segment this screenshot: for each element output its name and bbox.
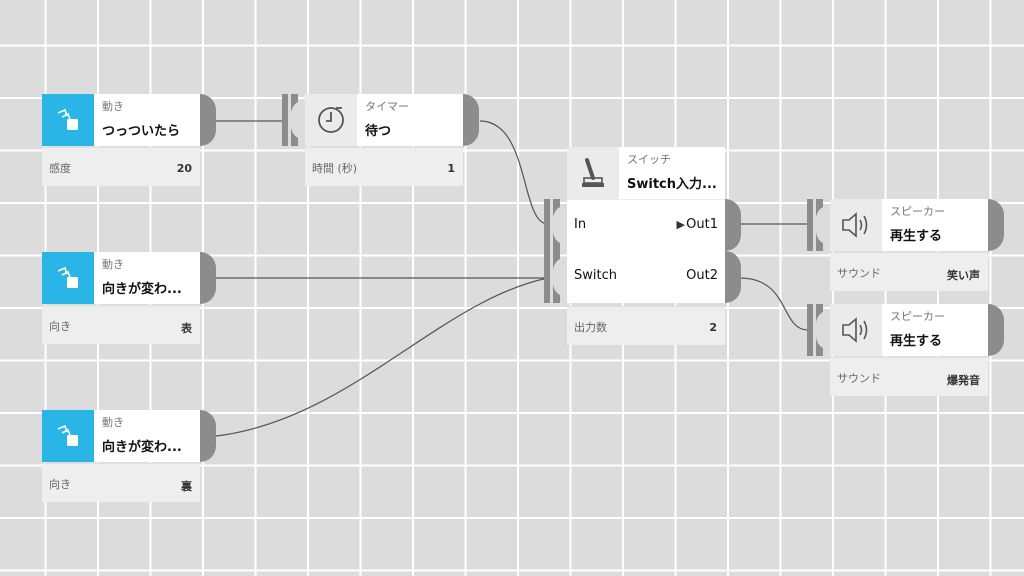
node-switch[interactable]: スイッチ Switch入力... In ▶ Out1 Switch Out2 出… [544,147,741,345]
node-category: 動き [102,258,124,271]
speaker-icon [830,199,882,251]
motion-cards-icon [42,410,94,462]
wire-timer-to-switch-in [479,120,549,225]
switch-row-switch-out2: Switch Out2 [567,251,725,303]
node-footer[interactable]: 時間 (秒) 1 [305,147,463,186]
output-port[interactable] [200,410,216,462]
node-speaker-laugh[interactable]: スピーカー 再生する サウンド 笑い声 [807,199,1004,291]
node-title: 再生する [890,229,943,244]
node-motion-poke[interactable]: 動き つっついたら 感度 20 [42,94,216,186]
node-header: 動き 向きが変わ... [42,410,200,462]
output-port[interactable] [988,304,1004,356]
node-title: 向きが変わ... [102,440,182,455]
output-port[interactable] [463,94,479,146]
node-footer[interactable]: 向き 裏 [42,463,200,502]
input-port-in[interactable] [544,199,567,251]
node-header: スイッチ Switch入力... [567,147,725,199]
node-category: スピーカー [890,205,945,218]
node-category: スイッチ [627,153,671,166]
node-footer[interactable]: サウンド 笑い声 [830,252,988,291]
node-speaker-explosion[interactable]: スピーカー 再生する サウンド 爆発音 [807,304,1004,396]
clock-icon [305,94,357,146]
out1-label: Out1 [686,217,718,232]
input-port[interactable] [807,304,830,356]
node-footer[interactable]: 感度 20 [42,147,200,186]
node-header: スピーカー 再生する [830,304,988,356]
active-output-arrow-icon: ▶ [676,218,685,231]
output-port[interactable] [200,94,216,146]
input-port[interactable] [282,94,305,146]
node-header: スピーカー 再生する [830,199,988,251]
node-category: 動き [102,416,124,429]
node-category: タイマー [365,100,409,113]
param-value[interactable]: 表 [181,322,192,335]
node-footer[interactable]: 向き 表 [42,305,200,344]
output-port-out1[interactable] [725,199,741,251]
node-title: 再生する [890,334,943,349]
node-motion-orientation-back[interactable]: 動き 向きが変わ... 向き 裏 [42,410,216,502]
node-category: スピーカー [890,310,945,323]
param-value[interactable]: 笑い声 [947,269,980,282]
param-value[interactable]: 1 [447,162,455,175]
param-value[interactable]: 2 [709,321,717,334]
param-label: サウンド [837,372,881,385]
node-footer[interactable]: 出力数 2 [567,306,725,345]
param-label: 出力数 [574,321,607,334]
node-header: 動き 向きが変わ... [42,252,200,304]
param-label: 感度 [49,162,71,175]
output-port[interactable] [200,252,216,304]
param-label: 向き [49,478,71,491]
wire-out2-to-speaker2 [739,277,809,331]
motion-cards-icon [42,252,94,304]
param-value[interactable]: 裏 [181,480,192,493]
node-header: 動き つっついたら [42,94,200,146]
param-label: サウンド [837,267,881,280]
param-label: 向き [49,320,71,333]
wire-motion3-to-switch [215,277,549,437]
node-timer-wait[interactable]: タイマー 待つ 時間 (秒) 1 [282,94,479,186]
node-title: 向きが変わ... [102,282,182,297]
node-title: つっついたら [102,124,181,139]
speaker-icon [830,304,882,356]
param-value[interactable]: 20 [176,162,192,175]
node-header: タイマー 待つ [305,94,463,146]
output-port[interactable] [988,199,1004,251]
switch-row-in-out1: In ▶ Out1 [567,199,725,252]
input-port[interactable] [807,199,830,251]
switch-label: Switch [574,268,617,283]
node-motion-orientation-front[interactable]: 動き 向きが変わ... 向き 表 [42,252,216,344]
input-port-switch[interactable] [544,251,567,303]
node-category: 動き [102,100,124,113]
motion-cards-icon [42,94,94,146]
node-title: 待つ [365,124,392,139]
param-value[interactable]: 爆発音 [947,374,980,387]
out2-label: Out2 [686,268,718,283]
output-port-out2[interactable] [725,251,741,303]
node-footer[interactable]: サウンド 爆発音 [830,357,988,396]
param-label: 時間 (秒) [312,162,358,175]
lever-switch-icon [567,147,619,199]
in-label: In [574,217,587,232]
node-title: Switch入力... [627,177,717,192]
